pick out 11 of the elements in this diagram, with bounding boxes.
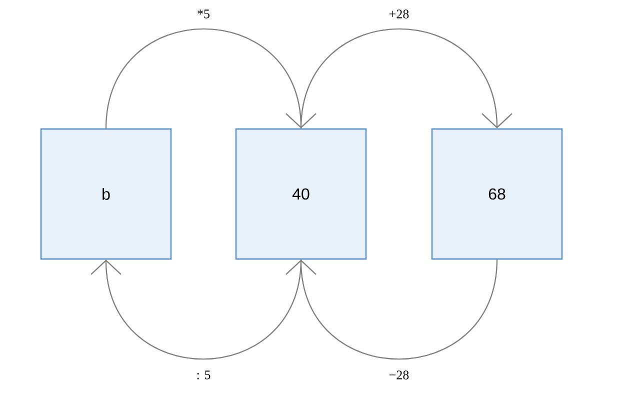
square-box: 68 xyxy=(431,128,563,260)
curved-arrow xyxy=(105,28,316,128)
curved-arrow xyxy=(90,260,302,360)
square-box: b xyxy=(40,128,172,260)
curved-arrow xyxy=(300,28,512,128)
square-box: 40 xyxy=(235,128,367,260)
edge-label: −28 xyxy=(388,370,410,380)
edge-label: +28 xyxy=(388,8,410,20)
edge-label: *5 xyxy=(196,8,211,20)
edge-label: : 5 xyxy=(195,370,212,380)
curved-arrow xyxy=(286,260,498,360)
